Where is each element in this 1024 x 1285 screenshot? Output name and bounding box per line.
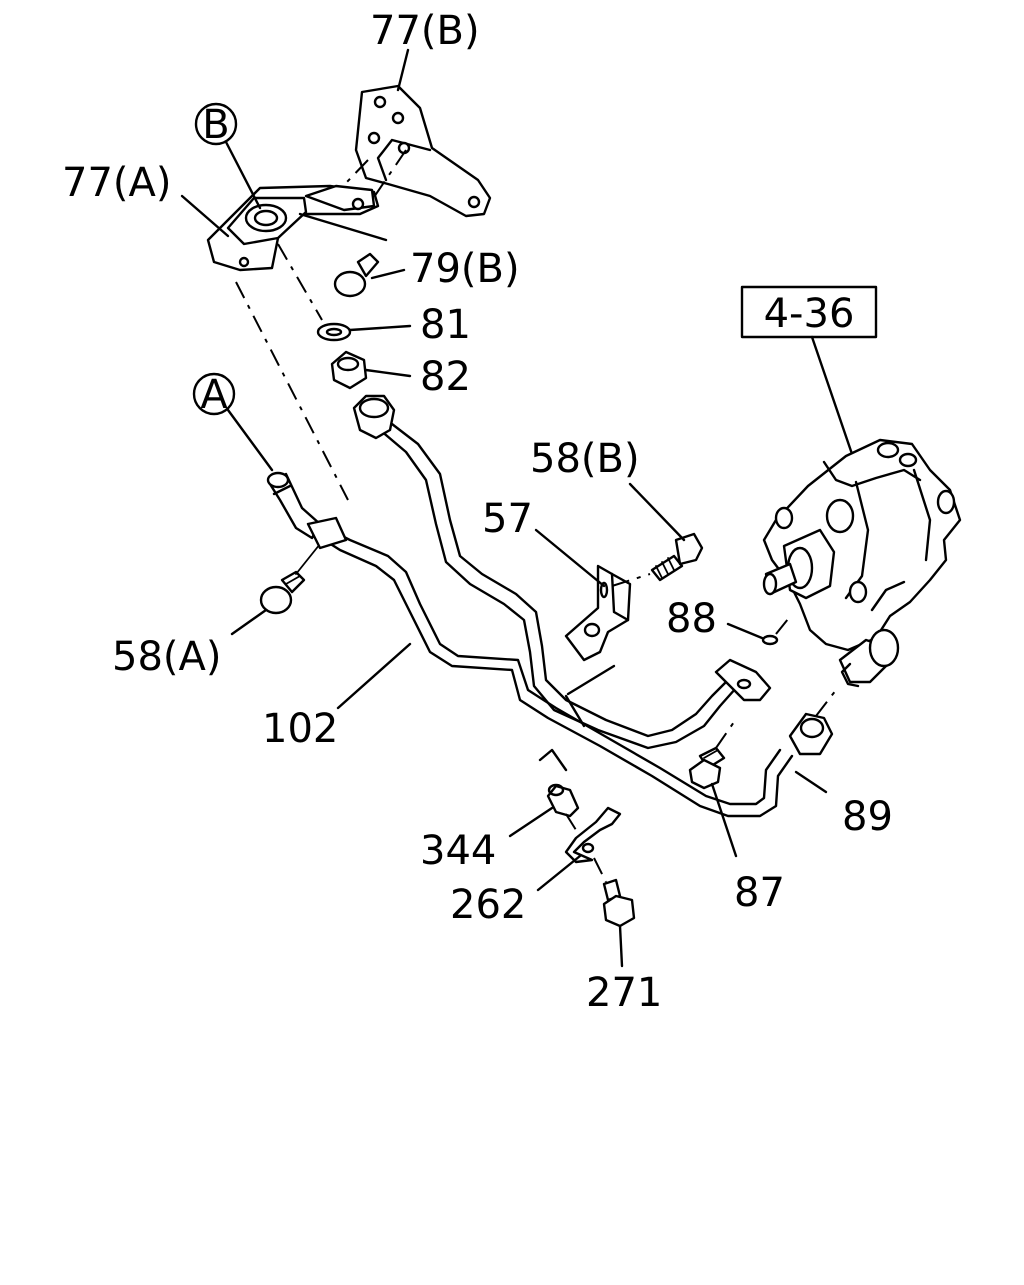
- label-58b: 58(B): [530, 436, 640, 482]
- leader-271: [618, 924, 624, 968]
- label-57: 57: [482, 496, 533, 542]
- leader-dash-88: [775, 613, 793, 635]
- washer-81: [316, 322, 352, 342]
- leader-77b: [396, 48, 410, 92]
- leader-dash-77a: [235, 281, 349, 501]
- leader-82: [364, 368, 412, 378]
- leader-79b: [370, 268, 406, 280]
- bolt-58b: [611, 532, 704, 587]
- ref-circle-a: A: [192, 372, 274, 472]
- label-262: 262: [450, 882, 526, 928]
- leader-77a: [180, 194, 230, 238]
- label-58a: 58(A): [112, 634, 221, 680]
- leader-58b: [628, 482, 686, 542]
- bolt-87: [688, 721, 735, 790]
- label-88: 88: [666, 596, 717, 642]
- ref-circle-b-label: B: [202, 102, 229, 148]
- bracket-77a: [206, 184, 388, 272]
- leader-262: [536, 854, 582, 892]
- label-87: 87: [734, 870, 785, 916]
- label-81: 81: [420, 302, 471, 348]
- leader-88: [726, 622, 764, 640]
- label-102: 102: [262, 706, 338, 752]
- spacer-344: [546, 783, 580, 818]
- leader-344: [508, 806, 554, 838]
- label-89: 89: [842, 794, 893, 840]
- clamp-line-b: [564, 694, 586, 728]
- leader-102: [336, 642, 412, 710]
- label-77a: 77(A): [62, 160, 171, 206]
- label-82: 82: [420, 354, 471, 400]
- leader-81: [348, 324, 412, 332]
- label-344: 344: [420, 828, 496, 874]
- pipe-102: [306, 516, 794, 818]
- nut-82: [330, 350, 368, 390]
- leader-dash-262: [593, 857, 607, 883]
- label-77b: 77(B): [370, 8, 480, 54]
- clip-line-344: [538, 748, 568, 772]
- label-79b: 79(B): [410, 246, 520, 292]
- leader-89: [794, 770, 828, 794]
- power-steering-pump: [762, 438, 962, 688]
- ref-circle-b: B: [194, 102, 262, 210]
- leader-58a: [230, 608, 268, 636]
- bolt-79b: [333, 252, 380, 298]
- reference-box-4-36: 4-36: [740, 285, 878, 456]
- leader-dash-77b-2: [371, 149, 407, 201]
- leader-87: [710, 782, 738, 858]
- leader-dash-81: [277, 243, 323, 321]
- bolt-58a: [259, 543, 321, 615]
- clamp-262: [564, 806, 622, 864]
- pipe-89: [352, 394, 834, 756]
- leader-dash-89: [815, 689, 837, 717]
- bolt-271: [602, 878, 636, 928]
- clamp-line-a: [566, 664, 616, 696]
- label-271: 271: [586, 970, 662, 1016]
- leader-57: [534, 528, 606, 588]
- ref-circle-a-label: A: [200, 372, 228, 418]
- reference-box-4-36-label: 4-36: [764, 291, 855, 337]
- o-ring-88: [761, 634, 779, 646]
- leader-dash-344: [565, 813, 587, 847]
